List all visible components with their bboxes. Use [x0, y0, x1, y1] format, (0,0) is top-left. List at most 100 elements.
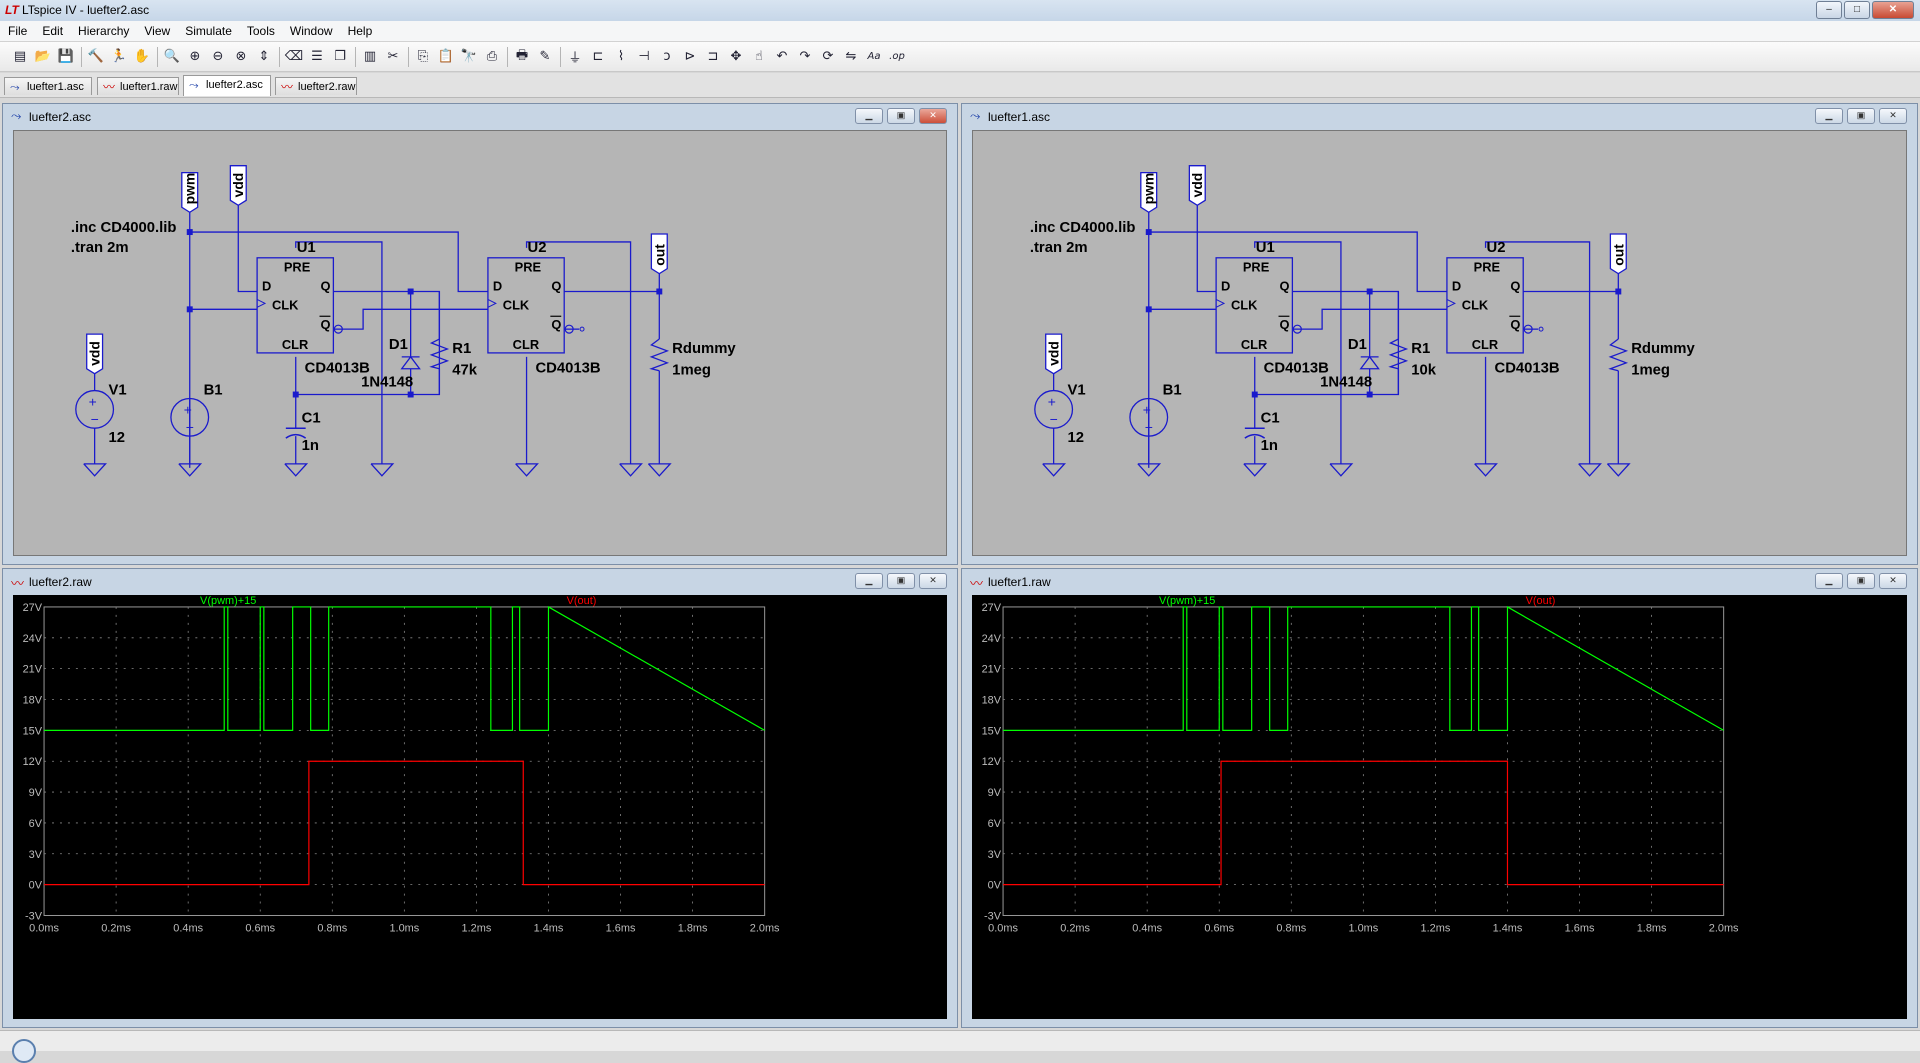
- minimize-button[interactable]: –: [1816, 1, 1842, 19]
- menu-view[interactable]: View: [144, 24, 171, 38]
- junction-dot: [1145, 306, 1152, 313]
- halt-icon[interactable]: ✋: [133, 49, 151, 64]
- delete-traces-icon[interactable]: ⌫: [284, 49, 304, 64]
- tab-luefter1-asc[interactable]: ⤳luefter1.asc: [4, 77, 92, 95]
- inductor-icon[interactable]: ↄ: [663, 49, 671, 64]
- ground-symbol: [1329, 463, 1354, 477]
- net-label-pwm: pwm: [182, 173, 198, 205]
- drag-icon[interactable]: ☝: [755, 49, 763, 64]
- find-icon[interactable]: 🔭: [460, 49, 478, 64]
- wire: [1484, 241, 1591, 464]
- autorange-icon[interactable]: ⇕: [258, 49, 270, 64]
- x-tick-label: 1.0ms: [389, 922, 419, 934]
- resistor-icon[interactable]: ⌇: [617, 49, 625, 64]
- move-icon[interactable]: ✥: [730, 49, 742, 64]
- label-net-icon[interactable]: ⊏: [592, 49, 604, 64]
- clock-marker: [1215, 298, 1226, 308]
- flipflop-u1-body: [1215, 257, 1294, 354]
- mdi-maximize-button[interactable]: ▣: [1847, 573, 1875, 589]
- component-icon[interactable]: ⊐: [707, 49, 719, 64]
- windows-start-icon[interactable]: [12, 1039, 36, 1063]
- cut-icon[interactable]: ✂: [387, 49, 399, 64]
- undo-icon[interactable]: ↶: [776, 49, 788, 64]
- paste-icon[interactable]: 📋: [437, 49, 455, 64]
- mdi-minimize-button[interactable]: ▁: [855, 573, 883, 589]
- capacitor-plate: [1244, 433, 1266, 439]
- ground-symbol: [83, 463, 107, 477]
- trace-legend-pwm: V(pwm)+15: [200, 595, 256, 607]
- ground-icon[interactable]: ⏚: [568, 51, 582, 66]
- mdi-minimize-button[interactable]: ▁: [855, 108, 883, 124]
- mdi-maximize-button[interactable]: ▣: [887, 573, 915, 589]
- print-setup-icon[interactable]: ⎙: [486, 49, 498, 64]
- pin-label-clk: CLK: [1231, 297, 1258, 312]
- print-icon[interactable]: 🖶: [515, 47, 529, 63]
- menu-help[interactable]: Help: [347, 24, 373, 38]
- menu-edit[interactable]: Edit: [42, 24, 64, 38]
- control-panel-icon[interactable]: 🔨: [87, 49, 105, 64]
- junction-dot: [1366, 391, 1373, 398]
- mdi-close-button[interactable]: ✕: [1879, 573, 1907, 589]
- mdi-maximize-button[interactable]: ▣: [1847, 108, 1875, 124]
- voltage-source-v1-value: 12: [1068, 430, 1085, 446]
- mdi-close-button[interactable]: ✕: [1879, 108, 1907, 124]
- flipflop-u1-name: U1: [297, 240, 316, 256]
- capacitor-c1-name: C1: [302, 410, 321, 426]
- zoom-cancel-icon[interactable]: ⊗: [235, 49, 247, 64]
- tile-vertical-icon[interactable]: ▥: [363, 49, 377, 64]
- tab-luefter2-asc[interactable]: ⤳luefter2.asc: [183, 75, 271, 96]
- tab-luefter1-raw[interactable]: 〰luefter1.raw: [97, 77, 179, 95]
- x-tick-label: 1.8ms: [1637, 922, 1667, 934]
- menu-tools[interactable]: Tools: [246, 24, 275, 38]
- mdi-close-button[interactable]: ✕: [919, 108, 947, 124]
- y-tick-label: 6V: [988, 818, 1002, 830]
- zoom-out-icon[interactable]: ⊖: [212, 49, 224, 64]
- y-tick-label: 27V: [23, 602, 43, 614]
- text-icon[interactable]: Aa: [867, 51, 881, 62]
- menu-hierarchy[interactable]: Hierarchy: [78, 24, 130, 38]
- mdi-minimize-button[interactable]: ▁: [1815, 573, 1843, 589]
- pin-label-clr: CLR: [1241, 337, 1268, 352]
- cascade-icon[interactable]: ❐: [334, 49, 346, 64]
- mirror-icon[interactable]: ⇋: [845, 49, 857, 64]
- menu-simulate[interactable]: Simulate: [185, 24, 232, 38]
- spice-directive-icon[interactable]: .op: [889, 51, 905, 62]
- rotate-icon[interactable]: ⟳: [822, 49, 834, 64]
- resistor-r1-symbol: [429, 338, 450, 370]
- save-icon[interactable]: 💾: [57, 49, 75, 64]
- x-tick-label: 0.8ms: [317, 922, 347, 934]
- copy-icon[interactable]: ⎘: [417, 49, 429, 64]
- open-icon[interactable]: 📂: [34, 49, 52, 64]
- zoom-extents-icon[interactable]: ⊕: [189, 49, 201, 64]
- capacitor-icon[interactable]: ⊣: [638, 49, 650, 64]
- close-button[interactable]: ✕: [1872, 1, 1914, 19]
- diode-icon[interactable]: ⊳: [684, 49, 696, 64]
- menu-window[interactable]: Window: [289, 24, 333, 38]
- maximize-button[interactable]: □: [1844, 1, 1870, 19]
- zoom-in-icon[interactable]: 🔍: [163, 49, 181, 64]
- new-schematic-icon[interactable]: ▤: [13, 49, 27, 64]
- tile-horizontal-icon[interactable]: ☰: [311, 49, 323, 64]
- mdi-maximize-button[interactable]: ▣: [887, 108, 915, 124]
- behavioral-source-b1: [170, 397, 210, 437]
- menu-file[interactable]: File: [8, 24, 28, 38]
- toolbar-separator: [355, 46, 356, 67]
- run-icon[interactable]: 🏃: [110, 49, 128, 64]
- mdi-close-button[interactable]: ✕: [919, 573, 947, 589]
- voltage-source-v1-name: V1: [109, 383, 127, 399]
- x-tick-label: 1.6ms: [606, 922, 636, 934]
- redo-icon[interactable]: ↷: [799, 49, 811, 64]
- tab-luefter2-raw[interactable]: 〰luefter2.raw: [275, 77, 357, 95]
- draw-wire-icon[interactable]: ✎: [539, 49, 551, 64]
- mdi-minimize-button[interactable]: ▁: [1815, 108, 1843, 124]
- plus-sign: +: [1143, 401, 1151, 417]
